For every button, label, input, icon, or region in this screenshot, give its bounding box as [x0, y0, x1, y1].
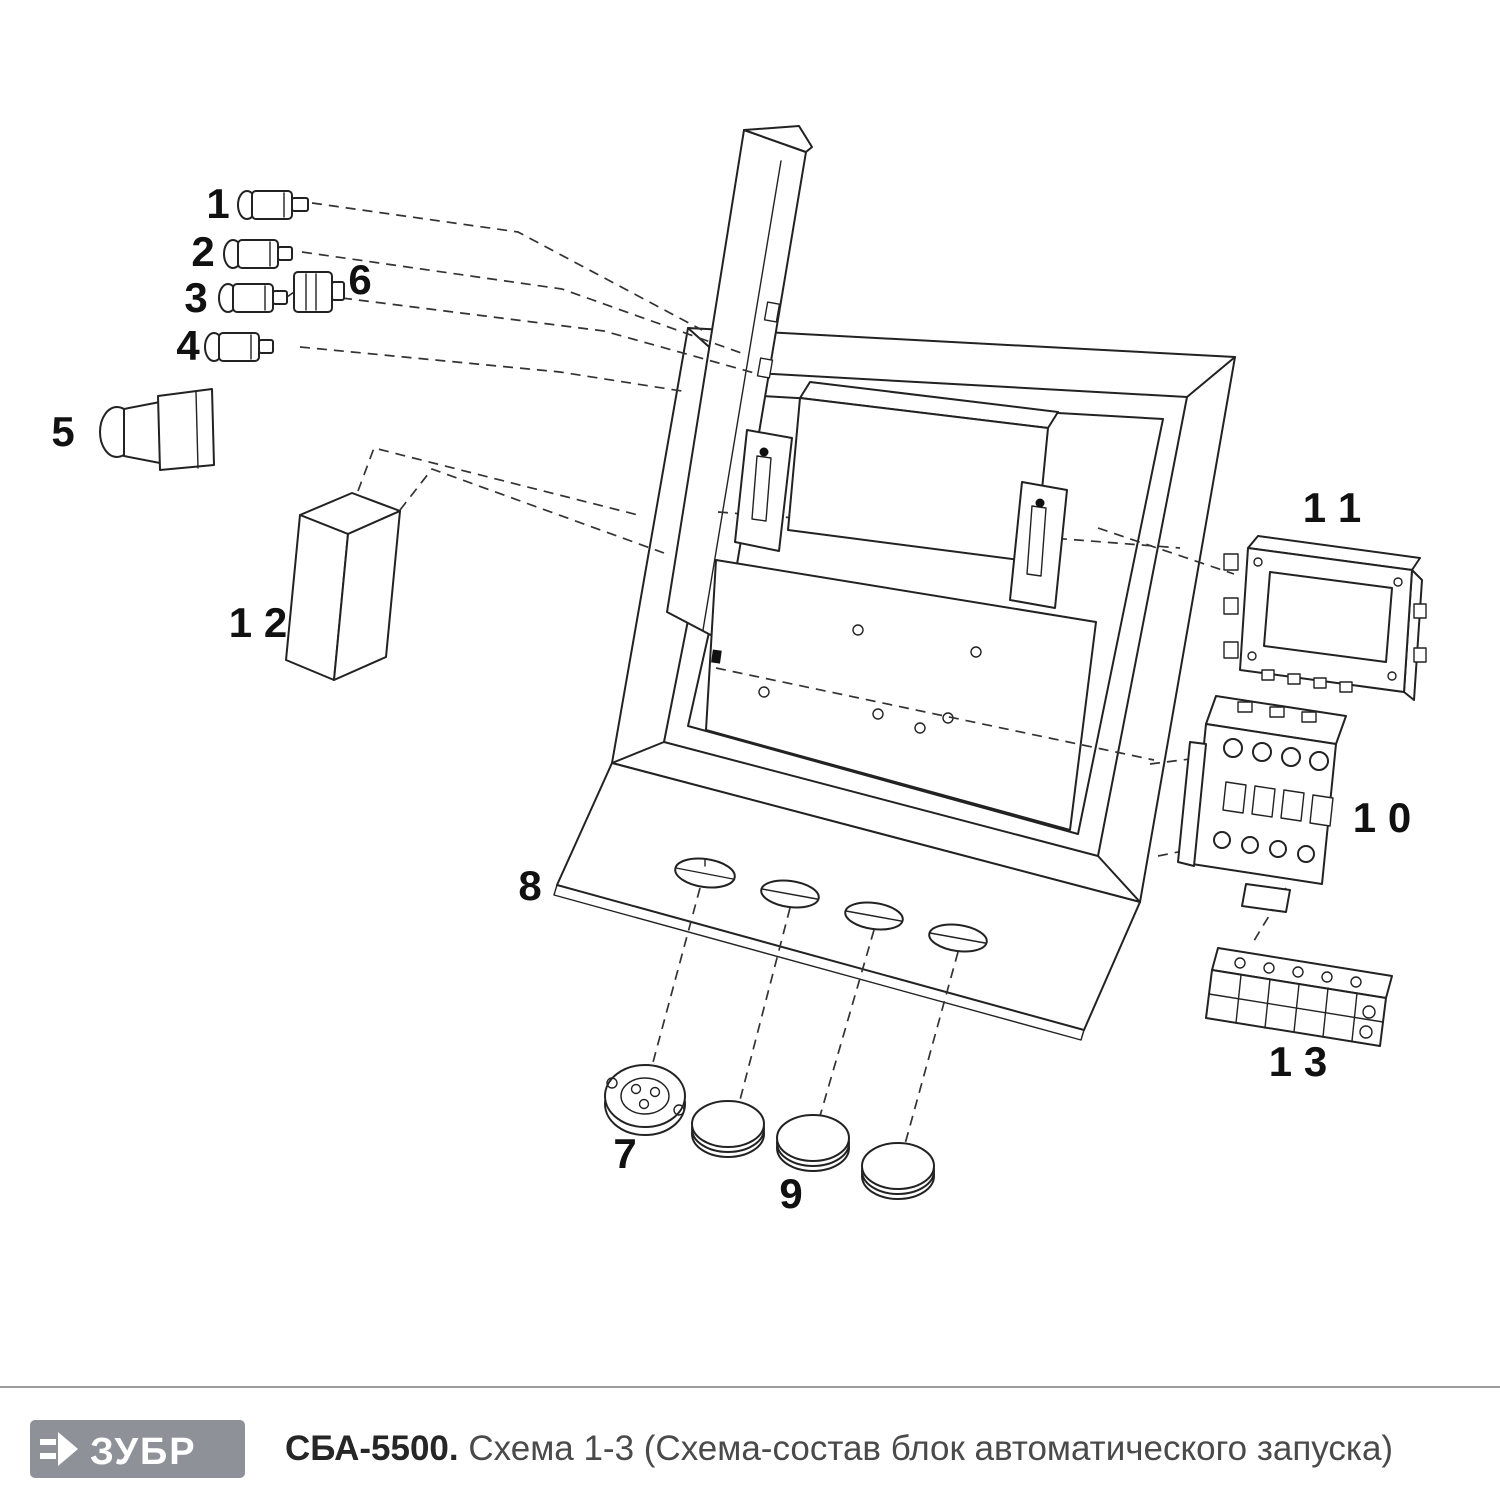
part-label-11: 1 1	[1303, 484, 1361, 531]
part-label-5: 5	[51, 408, 74, 455]
diagram-caption: СБА-5500. Схема 1-3 (Схема-состав блок а…	[285, 1429, 1393, 1469]
model-number: СБА-5500.	[285, 1429, 459, 1468]
panel-holes	[674, 857, 988, 953]
part-label-2: 2	[191, 228, 214, 275]
zubr-logo: ЗУБР	[30, 1420, 245, 1478]
part-6-connector	[286, 271, 345, 313]
part-5-cable-gland	[99, 388, 215, 471]
diagram-canvas: 1 2 3 4 5 6 7 8 9 1 0 1 1 1 2 1 3	[51, 125, 1427, 1217]
diagram-subtitle: Схема 1-3 (Схема-состав блок автоматичес…	[468, 1429, 1394, 1468]
enclosure-door	[666, 125, 813, 643]
part-label-7: 7	[613, 1130, 636, 1177]
logo-background	[30, 1420, 245, 1478]
part-13-terminal-block	[1205, 947, 1393, 1047]
part-label-9: 9	[779, 1170, 802, 1217]
footer: ЗУБР СБА-5500. Схема 1-3 (Схема-состав б…	[0, 1386, 1500, 1478]
part-label-1: 1	[206, 180, 229, 227]
part-11-control-relay	[1223, 535, 1427, 701]
part-9-blanking-caps	[691, 1100, 935, 1200]
exploded-parts-diagram: 1 2 3 4 5 6 7 8 9 1 0 1 1 1 2 1 3	[51, 125, 1427, 1217]
part-3-sensor-plug	[218, 283, 288, 313]
zubr-emblem-icon	[40, 1432, 78, 1466]
part-4-sensor-plug	[204, 332, 274, 362]
part-label-13: 1 3	[1269, 1038, 1327, 1085]
part-label-10: 1 0	[1353, 794, 1411, 841]
enclosure-box	[553, 125, 1236, 1041]
part-1-sensor-plug	[237, 190, 309, 220]
brand-name: ЗУБР	[90, 1431, 197, 1473]
interior-components	[711, 381, 1068, 664]
part-label-4: 4	[176, 322, 200, 369]
part-label-8: 8	[518, 862, 541, 909]
part-label-6: 6	[348, 256, 371, 303]
part-7-round-connector	[604, 1064, 686, 1136]
part-12-capacitor-box	[285, 492, 401, 681]
part-10-contactor	[1177, 695, 1347, 913]
part-2-sensor-plug	[223, 239, 293, 269]
part-label-12: 1 2	[229, 599, 287, 646]
part-labels: 1 2 3 4 5 6 7 8 9 1 0 1 1 1 2 1 3	[51, 180, 1411, 1217]
part-label-3: 3	[184, 274, 207, 321]
